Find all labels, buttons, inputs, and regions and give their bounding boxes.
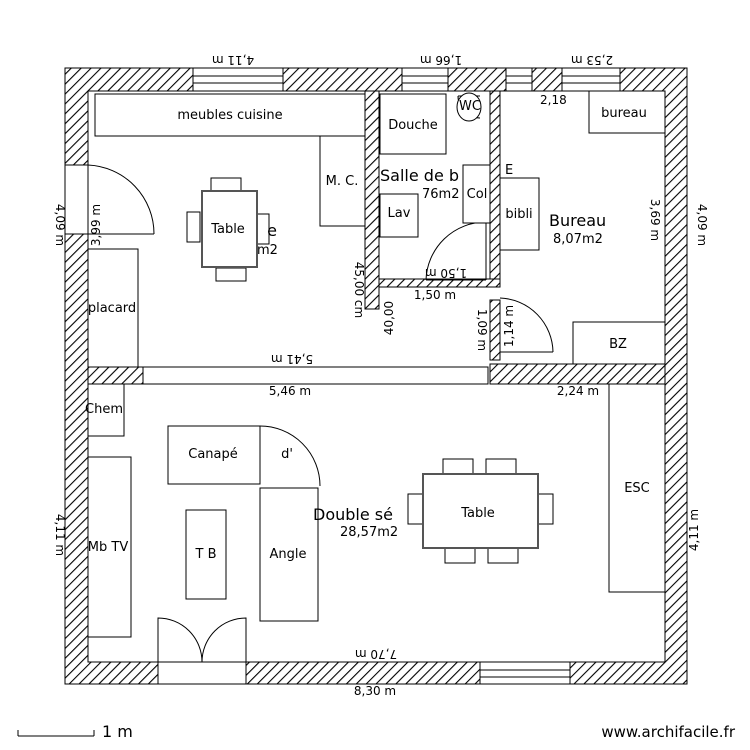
dim-top-right: 2,53 m [571,53,613,67]
dim-kitchen-bottom: 5,41 m [271,352,313,366]
kitchen-room-name: e [267,221,277,240]
bathroom-room-name: Salle de b [380,166,459,185]
door-sofa-arc [259,425,321,487]
dim-top-mid: 1,66 m [420,53,462,67]
dining-table: Table [407,458,554,564]
tv-unit-label: Mb TV [88,540,129,555]
bz-unit [572,321,666,365]
washing-machine-label: M. C. [326,174,359,189]
bz-label: BZ [609,337,627,352]
dim-living-top: 5,46 m [269,384,311,398]
cupboard-label: placard [88,301,136,316]
dim-top-left: 4,11 m [212,53,254,67]
door-office [499,297,554,353]
stairs-label: ESC [624,481,650,496]
coffee-table [185,509,227,600]
kitchen-table: Table [186,177,270,282]
dining-table-label: Table [460,506,495,521]
column-label: Col [467,187,488,202]
column [462,164,491,224]
door-living-double [157,617,247,685]
coffee-table-label: T B [195,547,217,562]
dim-right-lower: 4,11 m [687,509,701,551]
bathroom-room-area: 76m2 [422,187,459,202]
corner-sofa-label: Angle [270,547,307,562]
desk-label: bureau [601,106,647,121]
bath-right-wall [489,90,501,280]
bookcase [499,177,540,251]
kitchen-units [94,93,366,137]
desk [588,90,666,134]
wc-bowl [456,92,482,122]
kitchen-units-label: meubles cuisine [177,108,282,123]
watermark-text: www.archifacile.fr [601,723,735,741]
dim-left-lower: 4,11 m [53,514,67,556]
kitchen-bottom-opening [142,366,489,385]
shower-label: Douche [388,118,438,133]
scale-bar-label: 1 m [102,722,133,741]
dim-bath-inner: 1,50 m [425,266,467,280]
corner-sofa [259,487,319,622]
sofa-extra-label: d' [281,447,293,462]
dim-left-upper: 4,09 m [53,204,67,246]
basin-label: Lav [388,206,411,221]
kitchen-table-label: Table [210,222,245,237]
dim-hall-h1: 1,09 m [475,309,489,351]
window-top-kitchen [192,67,284,92]
hall-right-wall [489,299,501,361]
office-room-area: 8,07m2 [553,232,603,247]
living-room-area: 28,57m2 [340,525,398,540]
chimney [87,383,125,437]
dim-partition2: 40,00 [382,301,396,335]
dim-living-bottom: 7,70 m [355,647,397,661]
sofa-label: Canapé [188,447,238,462]
dim-overall-bottom: 8,30 m [354,684,396,698]
office-bottom-wall [489,363,666,385]
bookcase-label: bibli [505,207,532,222]
dim-office-width: 2,18 [540,93,567,107]
wc-label: WC [459,99,481,114]
washing-machine [319,135,366,227]
door-left-entry [64,164,155,235]
window-bottom-living [479,661,571,685]
dim-hall-h2: 1,14 m [502,305,516,347]
window-top-wc [505,67,533,92]
scale-bar [17,730,95,737]
cupboard [87,248,139,368]
bath-left-wall [364,90,380,310]
dim-kitchen-inner: 3,99 m [89,204,103,246]
kitchen-room-area: m2 [257,243,278,258]
dim-right-upper: 4,09 m [695,204,709,246]
bath-bottom-wall [378,278,501,288]
sofa [167,425,261,485]
dim-hall-width: 2,24 m [557,384,599,398]
tv-unit [87,456,132,638]
window-top-office [561,67,621,92]
dim-office-inner: 3,69 m [648,199,662,241]
basin [379,193,419,238]
office-room-name: Bureau [549,211,606,230]
dim-partition: 45,00 cm [352,262,366,318]
shower [379,93,447,155]
chimney-label: Chem [85,402,123,417]
stairs [608,383,666,593]
window-top-bath [401,67,449,92]
living-room-name: Double sé [313,505,393,524]
e-mark-label: E [505,163,513,178]
dim-bath-outer: 1,50 m [414,288,456,302]
